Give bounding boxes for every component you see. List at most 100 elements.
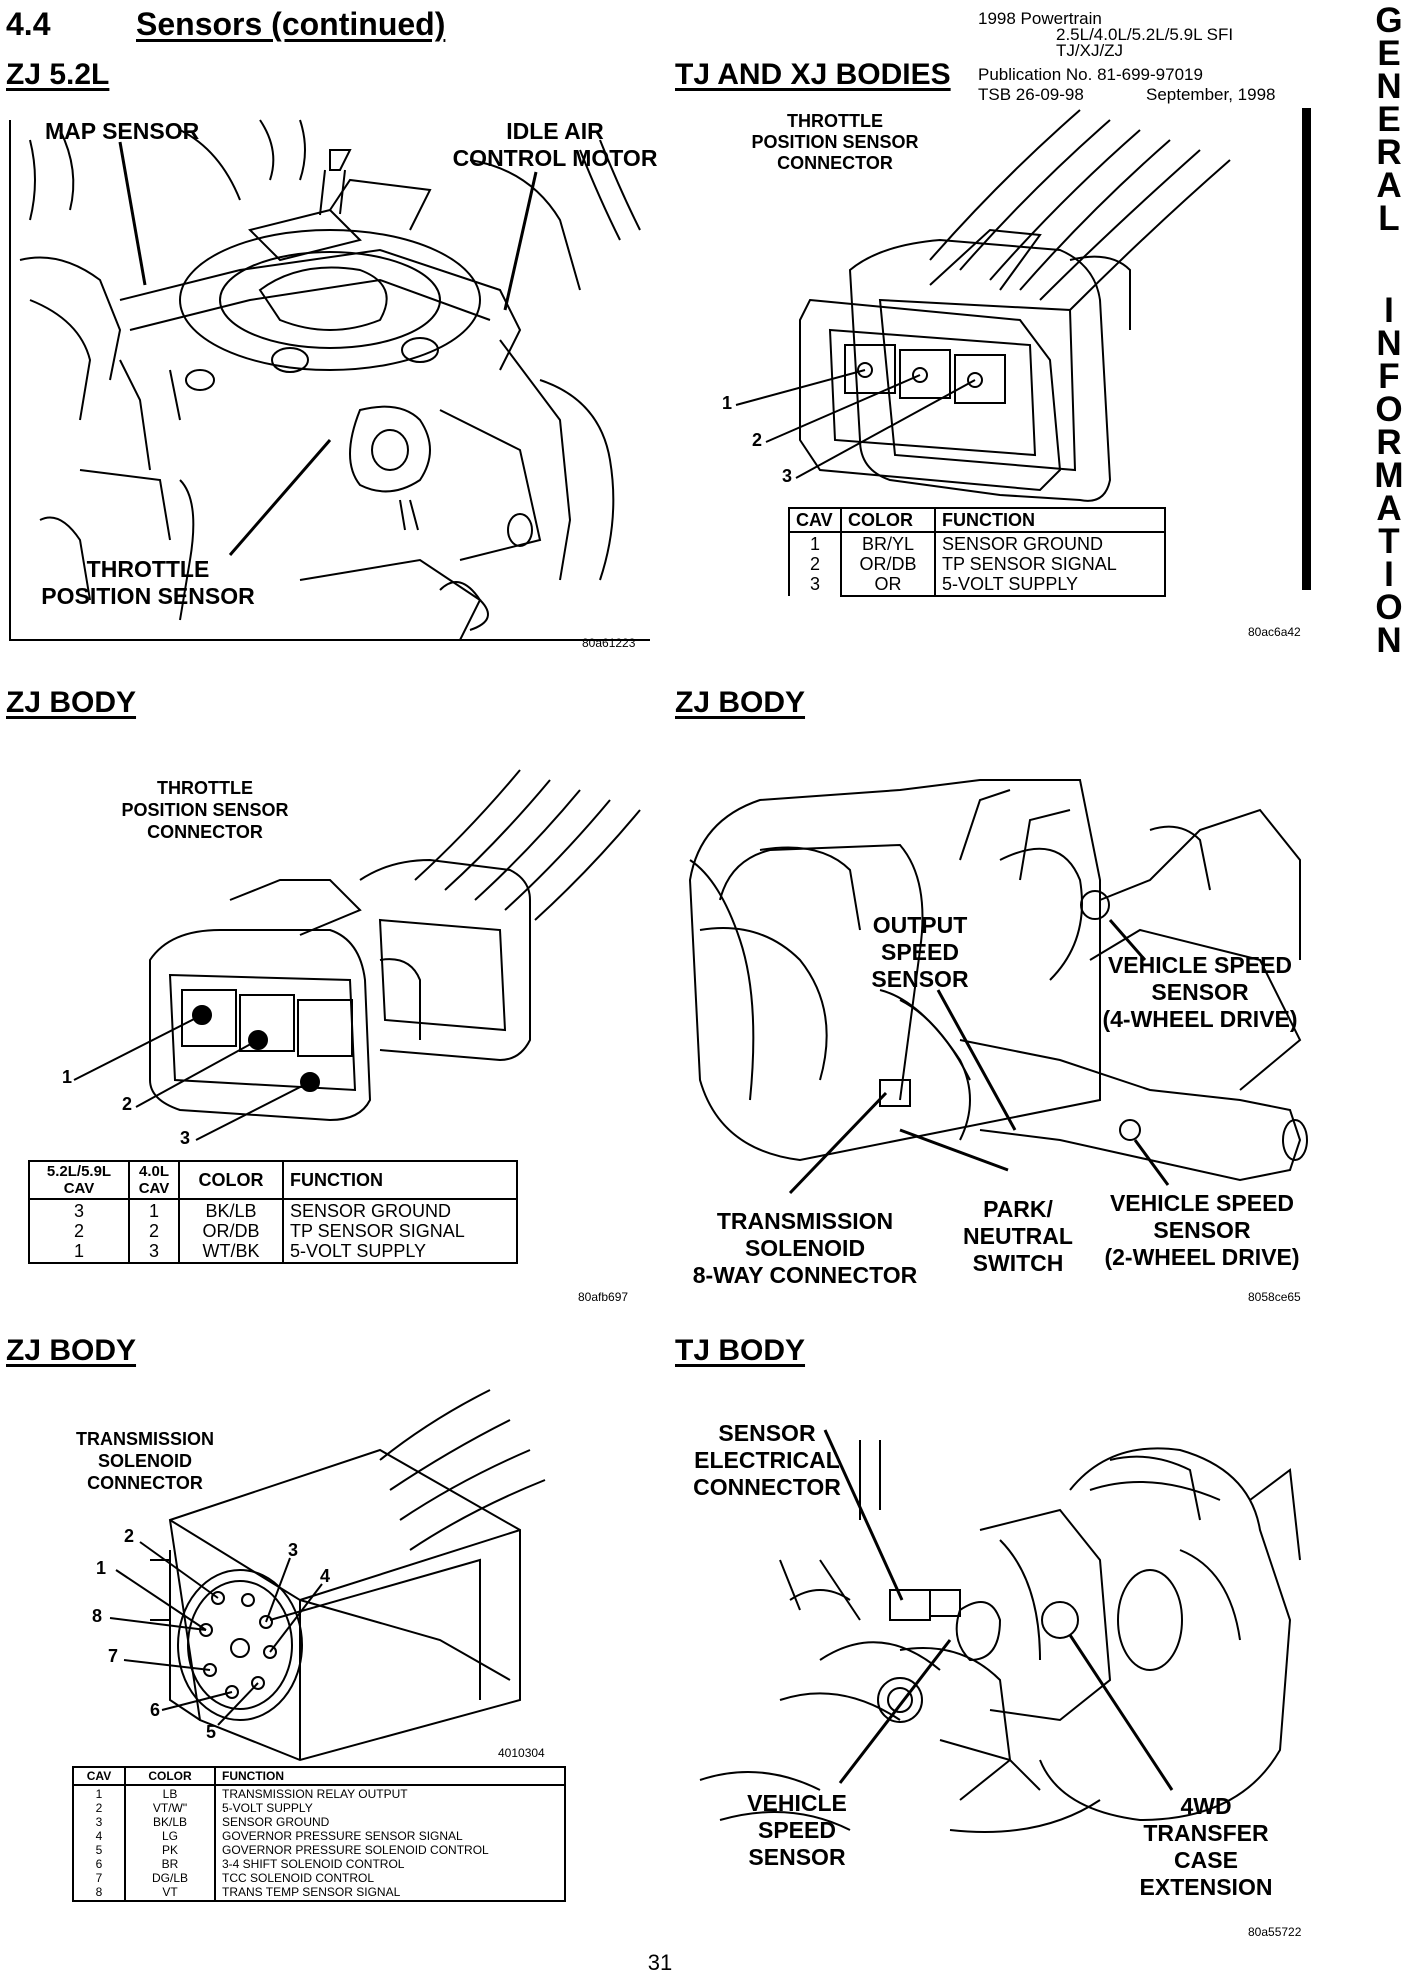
leader-sol-4 — [269, 1583, 323, 1653]
section-title: Sensors (continued) — [136, 6, 446, 42]
zj-solenoid-connector-illustration — [150, 1389, 546, 1762]
callout-tps-2: POSITION SENSOR — [41, 583, 255, 609]
callout-tps-1: THROTTLE — [86, 556, 210, 582]
fig4-vss2-2: SENSOR — [1153, 1217, 1251, 1243]
fig2-label-2: POSITION SENSOR — [751, 132, 919, 152]
fig4-pn-2: NEUTRAL — [963, 1223, 1073, 1249]
fig6-vss-2: SPEED — [758, 1817, 836, 1843]
pub-line-date: September, 1998 — [1146, 85, 1276, 104]
fig5-pin-2: 2 — [124, 1526, 135, 1546]
fig3-label-3: CONNECTOR — [147, 822, 263, 842]
leader-sol-5 — [217, 1682, 259, 1726]
pub-line-3: TJ/XJ/ZJ — [1056, 41, 1124, 60]
leader-vss-2wd — [1133, 1139, 1170, 1186]
fig6-vss-1: VEHICLE — [747, 1790, 847, 1816]
zj-transmission-illustration — [688, 779, 1308, 1182]
leader-pn-switch — [899, 1128, 1009, 1172]
leader-pin-2-zj — [135, 1039, 259, 1108]
leader-sol-1 — [115, 1569, 207, 1631]
fig4-code: 8058ce65 — [1248, 1290, 1301, 1304]
fig4-tsc-1: TRANSMISSION — [716, 1208, 894, 1234]
fig3-pin-3: 3 — [180, 1128, 191, 1148]
fig3-pin-2: 2 — [122, 1094, 133, 1114]
leader-tps — [228, 439, 332, 556]
fig2-code: 80ac6a42 — [1248, 625, 1301, 639]
fig2-pin-2: 2 — [752, 430, 763, 450]
leader-sol-2 — [139, 1541, 219, 1599]
fig5-pin-6: 6 — [150, 1700, 161, 1720]
leader-tsc — [788, 1091, 888, 1195]
fig4-oss-1: OUTPUT — [872, 912, 968, 938]
pub-line-tsb: TSB 26-09-98 — [978, 85, 1084, 104]
fig6-code: 80a55722 — [1248, 1925, 1302, 1939]
fig5-pin-3: 3 — [288, 1540, 299, 1560]
table-header-row: CAV COLOR FUNCTION — [788, 507, 1166, 533]
callout-iac-2: CONTROL MOTOR — [452, 145, 658, 171]
leader-pin-1-tjxj — [735, 369, 866, 406]
th-color: COLOR — [178, 1160, 284, 1200]
fig6-title: TJ BODY — [675, 1334, 806, 1367]
fig6-sec-3: CONNECTOR — [693, 1474, 841, 1500]
fig6-tc-4: EXTENSION — [1139, 1874, 1273, 1900]
leader-pin-1-zj — [73, 1014, 203, 1081]
fig5-code: 4010304 — [498, 1746, 545, 1760]
fig3-code: 80afb697 — [578, 1290, 629, 1304]
leader-sol-8 — [109, 1617, 207, 1631]
callout-iac-1: IDLE AIR — [506, 118, 604, 144]
fig2-pin-3: 3 — [782, 466, 793, 486]
fig3-label-2: POSITION SENSOR — [121, 800, 289, 820]
leader-pin-3-zj — [195, 1081, 311, 1141]
leader-tc-ext — [1068, 1634, 1174, 1791]
leader-pin-3-tjxj — [795, 379, 976, 479]
leader-sol-6 — [161, 1691, 233, 1711]
fig5-label-1: TRANSMISSION — [75, 1429, 214, 1449]
fig4-vss4-2: SENSOR — [1151, 979, 1249, 1005]
leader-vss-tj — [838, 1639, 952, 1784]
th-cav: CAV — [788, 507, 842, 533]
leader-pin-2-tjxj — [765, 374, 921, 443]
fig5-pin-1: 1 — [96, 1558, 107, 1578]
leader-sol-7 — [123, 1659, 211, 1671]
fig5-pin-8: 8 — [92, 1606, 103, 1626]
fig4-tsc-2: SOLENOID — [744, 1235, 866, 1261]
fig5-label-2: SOLENOID — [97, 1451, 192, 1471]
fig3-pin-1: 1 — [62, 1067, 73, 1087]
fig3-title: ZJ BODY — [6, 686, 137, 719]
fig2-pin-1: 1 — [722, 393, 733, 413]
page-number: 31 — [647, 1950, 673, 1975]
callout-map-sensor: MAP SENSOR — [45, 118, 200, 144]
th-cav: CAV — [72, 1766, 126, 1786]
fig4-vss4-3: (4-WHEEL DRIVE) — [1102, 1006, 1298, 1032]
tjxj-tps-connector-illustration — [799, 109, 1231, 502]
leader-map-sensor — [118, 141, 147, 286]
leader-sec — [823, 1429, 904, 1601]
th-color: COLOR — [840, 507, 936, 533]
fig6-tc-2: TRANSFER — [1143, 1820, 1269, 1846]
zj-tps-connector-illustration — [149, 769, 641, 1122]
fig6-tc-1: 4WD — [1180, 1793, 1232, 1819]
leader-iac-motor — [503, 171, 538, 311]
fig4-oss-3: SENSOR — [871, 966, 969, 992]
fig3-label-1: THROTTLE — [157, 778, 253, 798]
fig6-tc-3: CASE — [1174, 1847, 1238, 1873]
th-function: FUNCTION — [934, 507, 1166, 533]
fig4-vss2-1: VEHICLE SPEED — [1109, 1190, 1295, 1216]
fig6-vss-3: SENSOR — [748, 1844, 846, 1870]
